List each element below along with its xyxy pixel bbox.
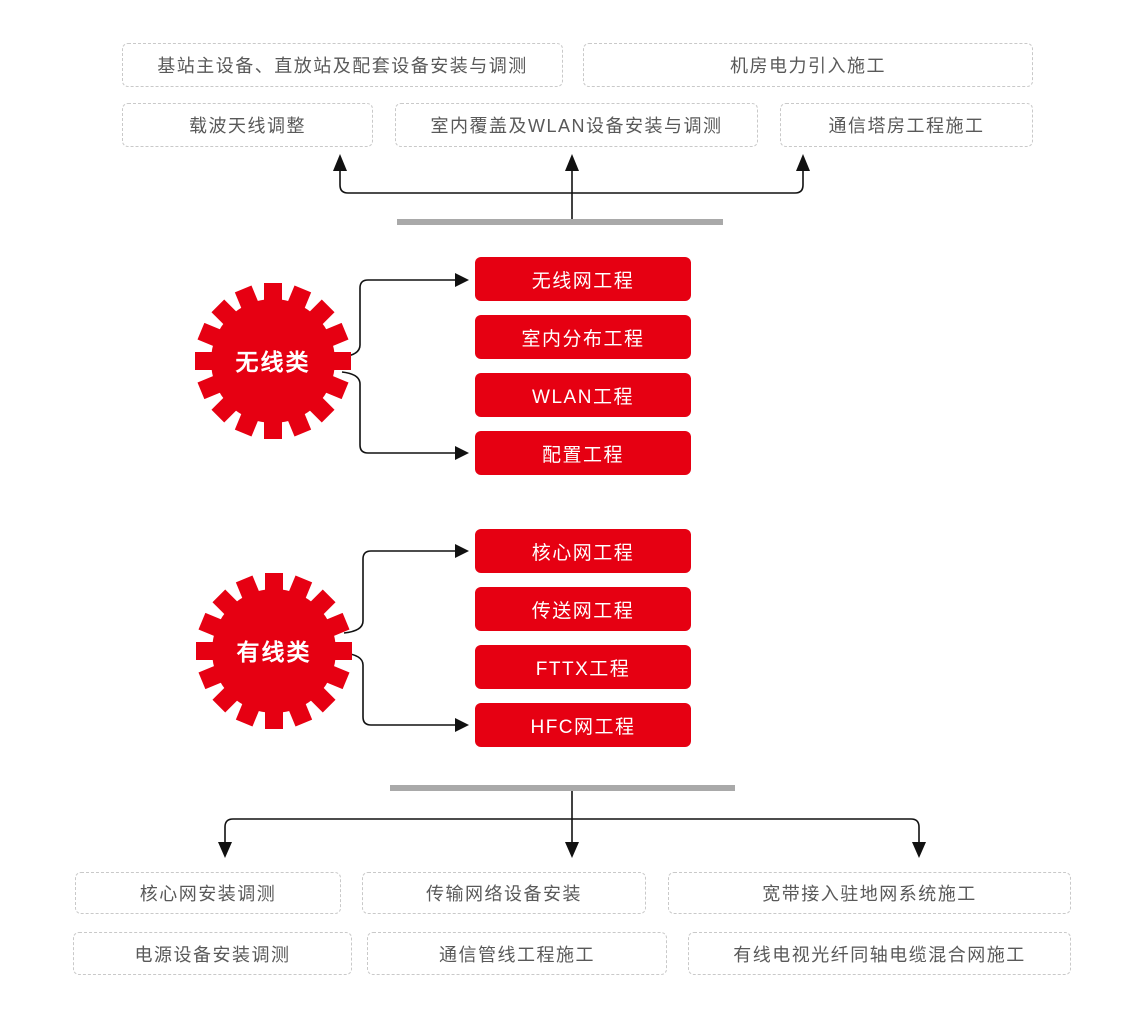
wired-project-box-2: 传送网工程 — [475, 587, 691, 631]
arrow-down-icon — [218, 842, 232, 858]
bottom-task-box-2: 传输网络设备安装 — [362, 872, 646, 914]
wireless-project-label-1: 无线网工程 — [531, 270, 635, 292]
arrow-right-icon — [455, 273, 469, 287]
divider-bar-bottom — [390, 785, 735, 791]
wireless-project-label-2: 室内分布工程 — [521, 328, 645, 350]
top-task-box-3: 载波天线调整 — [122, 103, 373, 147]
wired-project-label-2: 传送网工程 — [531, 600, 635, 622]
top-task-box-4: 室内覆盖及WLAN设备安装与调测 — [395, 103, 758, 147]
arrow-up-icon — [333, 154, 347, 171]
divider-bar-top — [397, 219, 723, 225]
wireless-project-box-2: 室内分布工程 — [475, 315, 691, 359]
wired-connector-upper — [343, 550, 456, 634]
bottom-task-label-2: 传输网络设备安装 — [426, 884, 582, 904]
wireless-project-box-3: WLAN工程 — [475, 373, 691, 417]
wired-project-label-4: HFC网工程 — [530, 716, 636, 738]
top-task-box-2: 机房电力引入施工 — [583, 43, 1033, 87]
top-task-label-1: 基站主设备、直放站及配套设备安装与调测 — [157, 56, 528, 76]
arrow-up-icon — [565, 154, 579, 171]
top-task-label-4: 室内覆盖及WLAN设备安装与调测 — [430, 116, 723, 136]
wired-project-label-1: 核心网工程 — [531, 542, 635, 564]
bottom-task-box-6: 有线电视光纤同轴电缆混合网施工 — [688, 932, 1071, 975]
gear-wireless-icon: 无线类 — [195, 283, 351, 439]
wired-project-label-3: FTTX工程 — [535, 658, 631, 680]
arrow-right-icon — [455, 544, 469, 558]
wireless-connector-lower — [341, 371, 456, 454]
arrow-right-icon — [455, 446, 469, 460]
wired-project-box-3: FTTX工程 — [475, 645, 691, 689]
arrow-down-icon — [912, 842, 926, 858]
bottom-task-label-3: 宽带接入驻地网系统施工 — [762, 884, 977, 904]
bottom-task-label-6: 有线电视光纤同轴电缆混合网施工 — [733, 944, 1026, 965]
bottom-task-box-1: 核心网安装调测 — [75, 872, 341, 914]
arrow-right-icon — [455, 718, 469, 732]
gear-wireless-label: 无线类 — [236, 349, 311, 375]
top-task-box-1: 基站主设备、直放站及配套设备安装与调测 — [122, 43, 563, 87]
bottom-task-label-5: 通信管线工程施工 — [439, 944, 595, 965]
wired-connector-lower — [343, 652, 456, 726]
gear-wired-label: 有线类 — [237, 639, 312, 665]
bottom-task-label-1: 核心网安装调测 — [139, 884, 277, 904]
wireless-project-label-4: 配置工程 — [541, 444, 624, 466]
arrow-down-icon — [565, 842, 579, 858]
bottom-connector-line — [224, 818, 920, 842]
bottom-task-label-4: 电源设备安装调测 — [134, 944, 291, 965]
top-task-label-5: 通信塔房工程施工 — [828, 116, 985, 136]
top-task-label-2: 机房电力引入施工 — [730, 56, 886, 76]
bottom-task-box-3: 宽带接入驻地网系统施工 — [668, 872, 1071, 914]
wireless-connector-upper — [341, 279, 456, 358]
arrow-up-icon — [796, 154, 810, 171]
bottom-task-box-4: 电源设备安装调测 — [73, 932, 352, 975]
top-task-box-5: 通信塔房工程施工 — [780, 103, 1033, 147]
wireless-project-box-4: 配置工程 — [475, 431, 691, 475]
wired-project-box-4: HFC网工程 — [475, 703, 691, 747]
wireless-project-label-3: WLAN工程 — [532, 386, 634, 408]
top-task-label-3: 载波天线调整 — [189, 116, 306, 136]
wired-project-box-1: 核心网工程 — [475, 529, 691, 573]
wireless-project-box-1: 无线网工程 — [475, 257, 691, 301]
gear-wired-icon: 有线类 — [196, 573, 352, 729]
bottom-task-box-5: 通信管线工程施工 — [367, 932, 667, 975]
